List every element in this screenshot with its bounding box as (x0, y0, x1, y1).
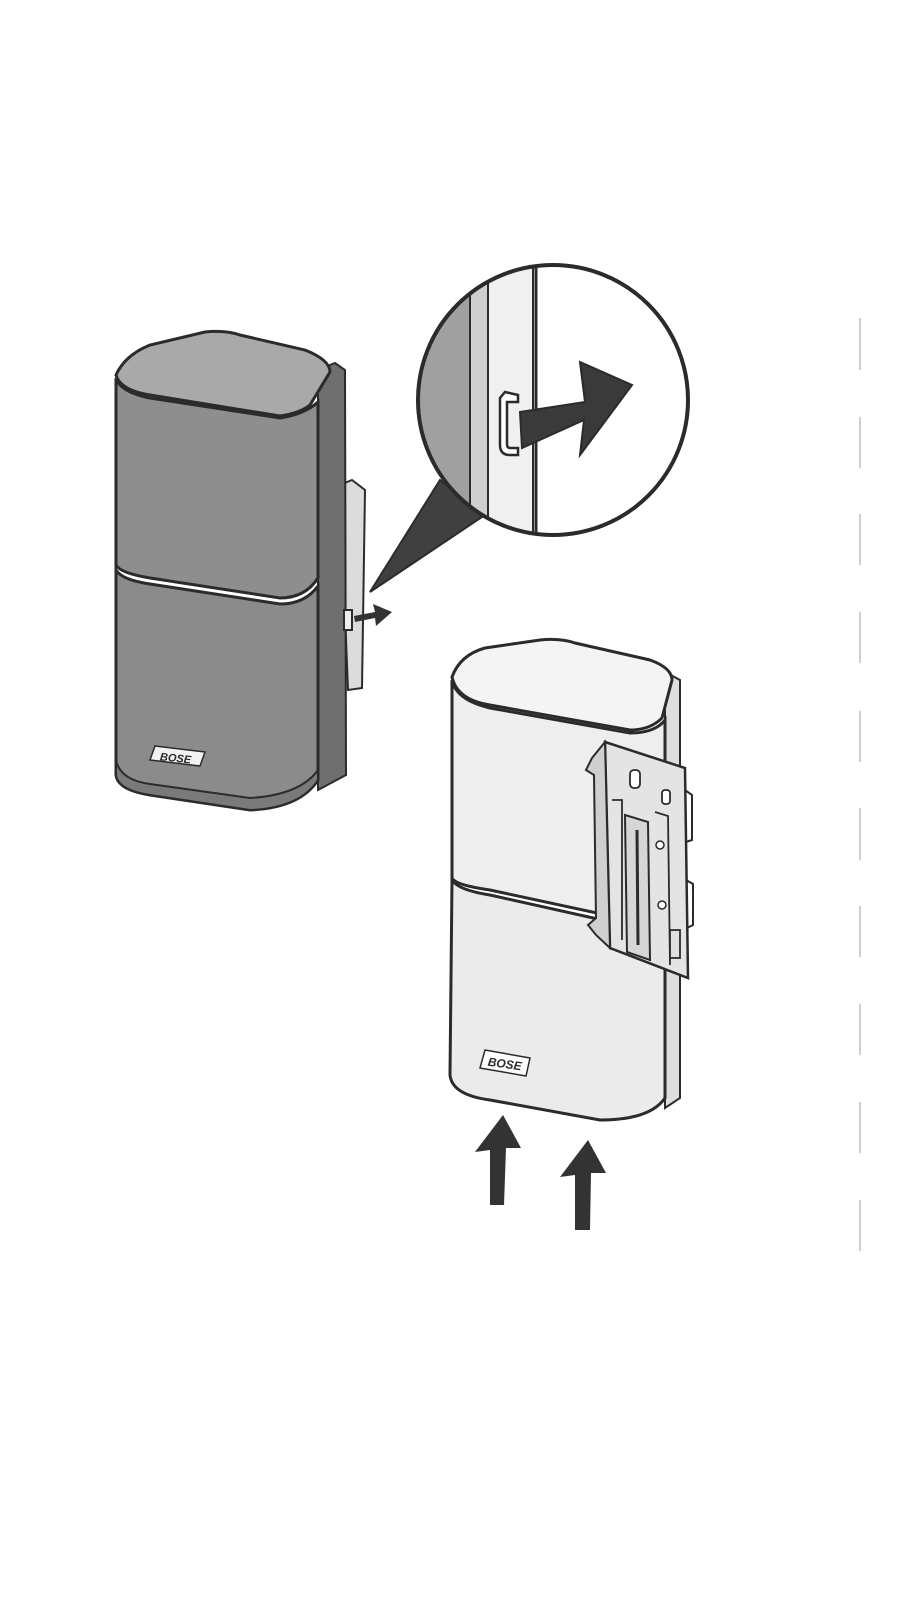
arrow-up-left (475, 1115, 521, 1205)
speaker2-logo: BOSE (479, 1049, 531, 1077)
detail-hook (498, 390, 520, 457)
small-arrow-right (354, 604, 392, 626)
bracket-slot-top (629, 769, 641, 789)
bracket-hole (655, 840, 665, 850)
speaker-upper-grille (114, 377, 320, 600)
bracket-tab-bottom (669, 929, 681, 959)
speaker-lower-grille (114, 564, 320, 812)
speaker-mounted: BOSE (114, 329, 392, 812)
detail-bracket-strip (487, 265, 534, 535)
mounting-bracket (584, 739, 694, 980)
bracket-hole (657, 900, 667, 910)
speaker2-logo-text: BOSE (487, 1055, 524, 1074)
speaker-unmounted: BOSE (448, 637, 694, 1122)
bracket-clip (343, 609, 353, 631)
bracket-left-flange (584, 739, 612, 951)
speaker-logo: BOSE (148, 745, 207, 767)
speaker-base (115, 759, 319, 812)
speaker2-top (450, 637, 674, 732)
arrow-up-right (560, 1140, 606, 1230)
speaker-logo-text: BOSE (159, 751, 192, 766)
bracket-inner-frame (612, 799, 671, 966)
speaker-top (114, 329, 332, 418)
bracket-right-tabs (684, 789, 694, 929)
bracket-slot-right (661, 789, 671, 805)
speaker-side-panel (317, 361, 348, 792)
detail-arrow-right (518, 360, 634, 459)
bracket-center-slot (635, 829, 640, 946)
detail-callout-circle (416, 263, 690, 537)
